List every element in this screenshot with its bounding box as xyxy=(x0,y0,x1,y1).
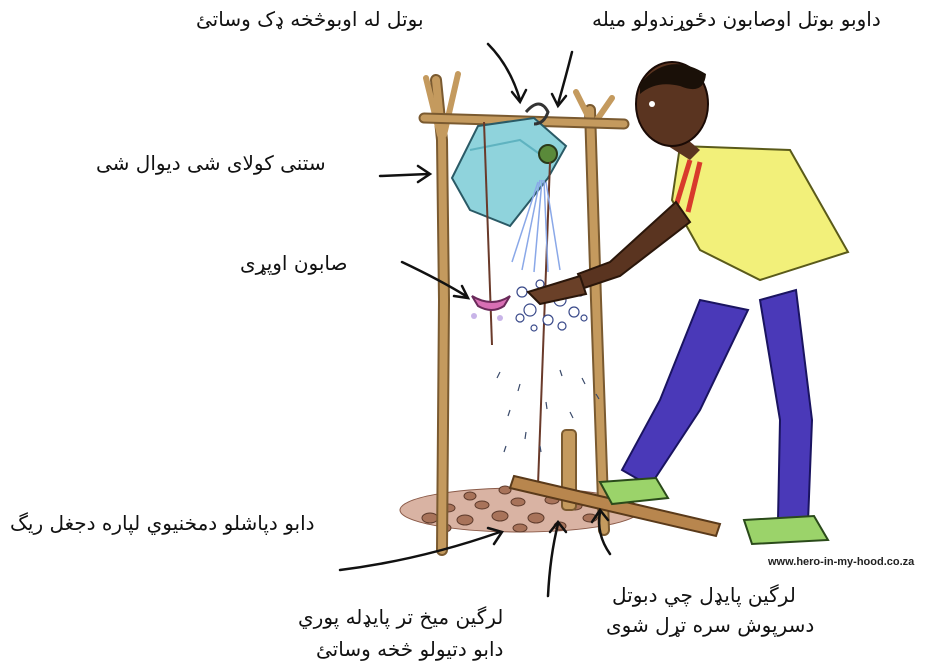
label-soap-cup: صابون اوپړی xyxy=(240,250,348,276)
label-ground-stones: دابو دپاشلو دمخنیوي لپاره دجغل ریگ xyxy=(10,510,315,536)
label-short-stick-line1: لرگین میخ تر پایډله پوري xyxy=(298,604,503,630)
label-rope-wall: ستنی کولای شی دیوال شی xyxy=(96,150,326,176)
water-drops xyxy=(497,370,599,452)
label-bottle-holes: بوتل له اوبوڅخه ډک وساتئ xyxy=(196,6,424,32)
label-pedal-line1: لرگین پایډل چي دبوتل xyxy=(612,582,796,608)
credit-url: www.hero-in-my-hood.co.za xyxy=(768,556,914,568)
label-pedal-line2: دسرپوش سره تړل شوی xyxy=(606,612,814,638)
label-bottle-soap-stick: داوبو بوتل اوصابون دځوړندولو میله xyxy=(592,6,881,32)
label-short-stick-line2: دابو دتیولو څخه وساتئ xyxy=(316,636,503,662)
